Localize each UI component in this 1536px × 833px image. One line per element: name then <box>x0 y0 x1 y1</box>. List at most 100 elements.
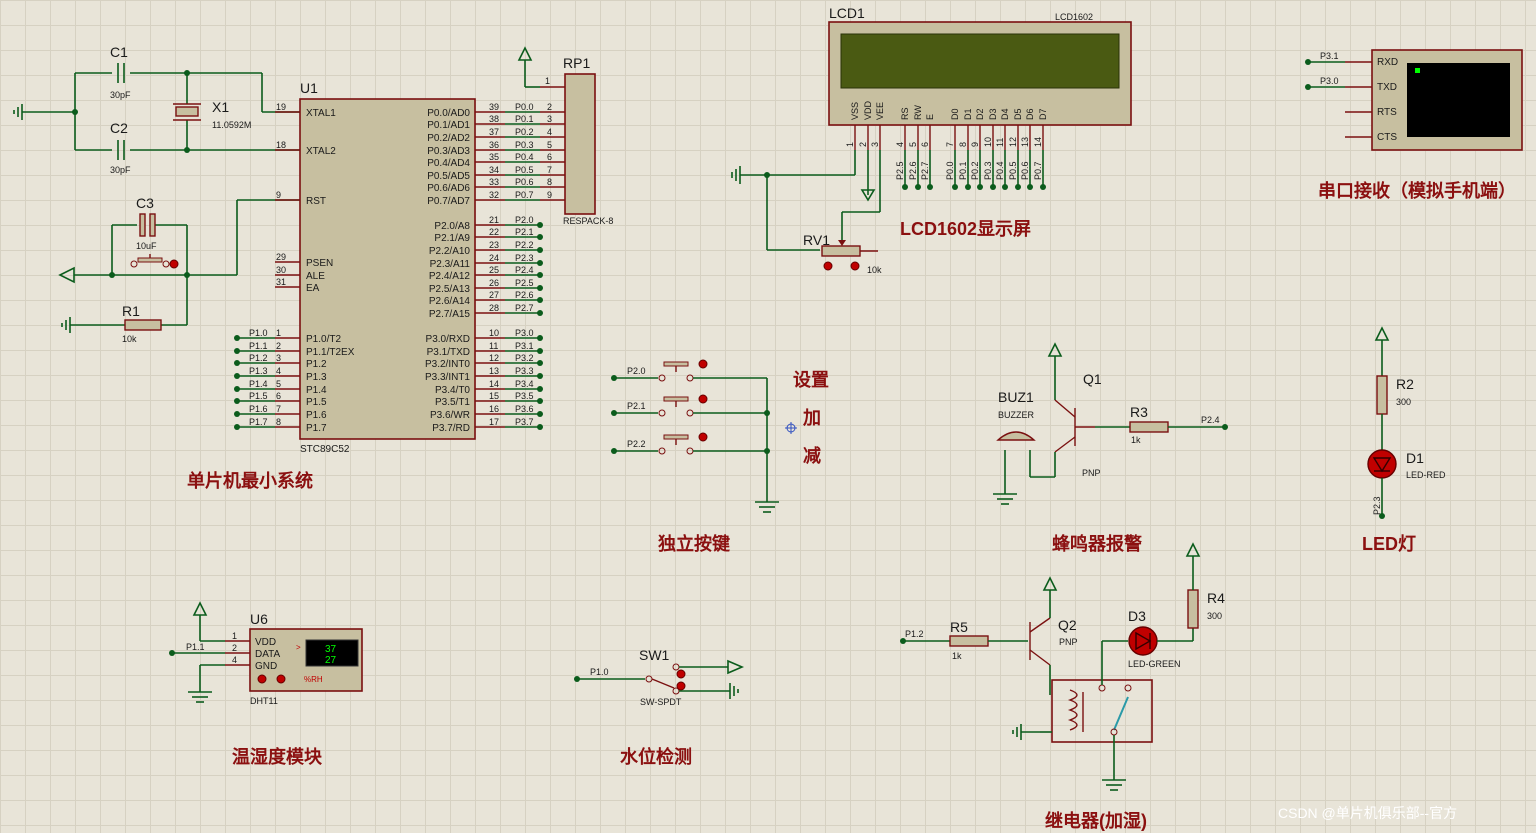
switch-sw1[interactable]: SW1 SW-SPDT <box>639 647 686 707</box>
lcd1602-display[interactable]: LCD1 LCD1602 VSS1VDD2VEE3RS4RW5E6D07D18D… <box>828 5 1132 190</box>
c2-value: 30pF <box>110 165 131 175</box>
net-terminal <box>537 360 543 366</box>
uart-cts-label: CTS <box>1377 132 1397 143</box>
capacitor-c3[interactable]: C3 10uF <box>136 195 157 251</box>
net-terminal <box>234 398 240 404</box>
net-terminal <box>977 184 983 190</box>
watermark: CSDN @单片机俱乐部--官方 <box>1278 805 1457 821</box>
net-terminal <box>927 184 933 190</box>
ground-symbol-water <box>729 683 739 699</box>
u1-pin-number: 2 <box>276 341 281 351</box>
net-label: P2.5 <box>515 278 534 288</box>
u1-pin-name: P3.5/T1 <box>435 397 470 408</box>
lcd-pins: VSS1VDD2VEE3RS4RW5E6D07D18D29D310D411D51… <box>845 100 1048 190</box>
u1-pin-number: 35 <box>489 152 499 162</box>
u1-pin-number: 23 <box>489 240 499 250</box>
crystal-x1[interactable]: X1 11.0592M <box>173 99 251 130</box>
capacitor-c2[interactable]: C2 30pF <box>110 120 131 175</box>
mcu-stc89c52[interactable]: U1 STC89C52 19XTAL118XTAL29RST29PSEN30AL… <box>234 80 565 455</box>
section-title-uart: 串口接收（模拟手机端） <box>1318 180 1516 201</box>
relay-rl1[interactable] <box>1051 679 1153 743</box>
potentiometer-rv1[interactable]: RV1 10k <box>803 232 882 275</box>
uart-block: RXD TXD RTS CTS P3.1 P3.0 <box>1305 49 1523 151</box>
q1-part: PNP <box>1082 468 1101 478</box>
net-label: P0.3 <box>983 161 993 180</box>
section-title-humi: 温湿度模块 <box>232 746 323 767</box>
resistor-r1[interactable]: R1 10k <box>122 303 162 344</box>
section-title-water: 水位检测 <box>620 746 692 767</box>
resistor-r3[interactable]: R3 1k <box>1129 404 1169 445</box>
net-terminal <box>537 222 543 228</box>
key-button-2[interactable]: P2.1 <box>611 394 767 417</box>
u1-pin-number: 38 <box>489 114 499 124</box>
u1-pin-name: P1.4 <box>306 385 327 396</box>
key-button-1[interactable]: P2.0 <box>611 359 767 382</box>
virtual-terminal[interactable]: RXD TXD RTS CTS <box>1345 49 1523 151</box>
sw1-part: SW-SPDT <box>640 697 682 707</box>
rp1-pin-number: 6 <box>547 152 552 162</box>
power-arrow-rp1 <box>517 46 533 61</box>
net-terminal <box>537 310 543 316</box>
net-label: P0.0 <box>515 102 534 112</box>
u1-pin-name: P2.1/A9 <box>434 233 470 244</box>
net-terminal <box>990 184 996 190</box>
u1-pin-number: 9 <box>276 190 281 200</box>
net-terminal <box>537 411 543 417</box>
net-label: P0.1 <box>958 161 968 180</box>
buzzer-buz1[interactable]: BUZ1 BUZZER <box>996 389 1036 441</box>
u1-pin-name: P0.2/AD2 <box>427 133 470 144</box>
u1-ref: U1 <box>300 80 318 96</box>
u1-pin-name: P1.3 <box>306 372 327 383</box>
led-d3[interactable]: D3 LED-GREEN <box>1128 608 1181 669</box>
key-button-3[interactable]: P2.2 <box>611 432 767 455</box>
capacitor-c1[interactable]: C1 30pF <box>110 44 131 100</box>
net-label-led: P2.3 <box>1372 496 1382 515</box>
u1-pin-number: 28 <box>489 303 499 313</box>
net-label: P3.1 <box>515 341 534 351</box>
net-terminal <box>902 184 908 190</box>
u1-pin-name: P1.0/T2 <box>306 334 341 345</box>
rp1-pin-number: 4 <box>547 127 552 137</box>
rp1-pin-number: 9 <box>547 190 552 200</box>
lcd-pin-name: VSS <box>850 102 860 120</box>
respack-rp1[interactable]: RP1 RESPACK-8 1 <box>517 46 613 226</box>
c1-value: 30pF <box>110 90 131 100</box>
net-label: P3.0 <box>515 328 534 338</box>
u1-pin-name: P1.1/T2EX <box>306 347 355 358</box>
led-block: R2 300 D1 LED-RED P2.3 <box>1367 326 1446 519</box>
c2-ref: C2 <box>110 120 128 136</box>
led-d1[interactable]: D1 LED-RED <box>1367 449 1446 480</box>
d1-part: LED-RED <box>1406 470 1446 480</box>
resistor-r4[interactable]: R4 300 <box>1187 589 1225 629</box>
lcd-pin-number: 14 <box>1033 137 1043 147</box>
reset-button[interactable] <box>130 254 179 269</box>
resistor-r2[interactable]: R2 300 <box>1376 375 1414 415</box>
lcd-pin-number: 4 <box>895 142 905 147</box>
transistor-q2[interactable]: Q2 PNP <box>1029 617 1078 666</box>
net-label: P2.1 <box>515 227 534 237</box>
net-terminal <box>234 348 240 354</box>
lcd-pin-name: VDD <box>863 100 873 120</box>
transistor-q1[interactable]: Q1 PNP <box>1054 371 1102 478</box>
u1-pin-name: P3.4/T0 <box>435 385 470 396</box>
net-label: P2.6 <box>515 290 534 300</box>
net-label: P0.4 <box>995 161 1005 180</box>
lcd-pin-name: D0 <box>950 108 960 120</box>
net-label: P1.7 <box>249 417 268 427</box>
lcd-pin-name: D1 <box>963 108 973 120</box>
d1-ref: D1 <box>1406 450 1424 466</box>
u1-pin-name: XTAL1 <box>306 108 336 119</box>
resistor-r5[interactable]: R5 1k <box>949 619 989 661</box>
u1-part: STC89C52 <box>300 444 350 455</box>
r3-value: 1k <box>1131 435 1141 445</box>
u1-pin-name: P0.7/AD7 <box>427 196 470 207</box>
ground-symbol-crystal <box>13 104 75 120</box>
u6-pin-name: DATA <box>255 649 281 660</box>
rp1-pin-number: 7 <box>547 165 552 175</box>
u6-pin-name: GND <box>255 661 277 672</box>
net-label: P2.2 <box>627 439 646 449</box>
u1-pin-name: ALE <box>306 271 325 282</box>
lcd-block: LCD1 LCD1602 VSS1VDD2VEE3RS4RW5E6D07D18D… <box>731 5 1132 275</box>
